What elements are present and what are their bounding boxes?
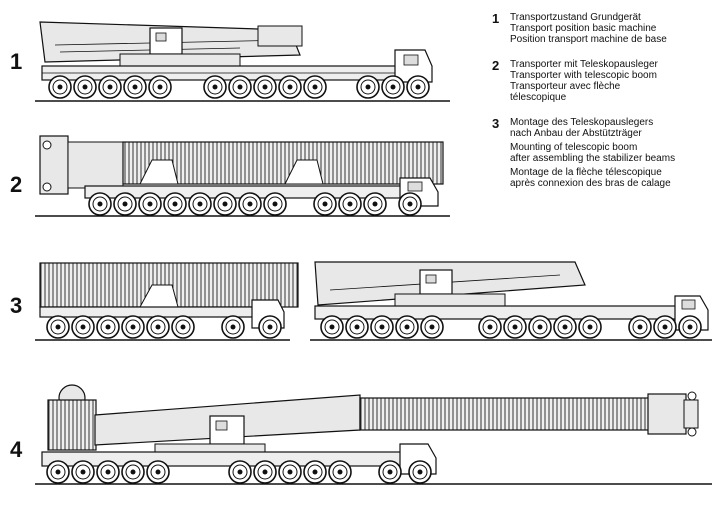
legend-text-fr: Position transport machine de base: [510, 34, 667, 45]
legend-number: 3: [492, 116, 500, 131]
legend-text-de-cont: nach Anbau der Abstützträger: [510, 128, 642, 139]
legend: 1 Transportzustand Grundgerät Transport …: [492, 11, 714, 198]
row3-mounting: [35, 261, 712, 341]
legend-item-2: 2 Transporter mit Teleskopausleger Trans…: [492, 58, 714, 103]
legend-item-1: 1 Transportzustand Grundgerät Transport …: [492, 11, 714, 45]
row4-assembled-crane: [35, 384, 712, 485]
legend-text-fr: Montage de la flèche télescopique: [510, 167, 662, 178]
row2-boom-transporter: [35, 135, 450, 217]
legend-text-fr-cont: télescopique: [510, 92, 567, 103]
step-number-2: 2: [10, 172, 23, 197]
step-number-3: 3: [10, 293, 23, 318]
legend-text-de: Montage des Teleskopauslegers: [510, 117, 654, 128]
legend-number: 1: [492, 11, 500, 26]
step-number-1: 1: [10, 49, 23, 74]
legend-text-en: Transport position basic machine: [510, 23, 657, 34]
legend-text-en: Transporter with telescopic boom: [510, 70, 657, 81]
legend-text-de: Transportzustand Grundgerät: [510, 12, 641, 23]
legend-text-fr-cont: après connexion des bras de calage: [510, 178, 671, 189]
step-number-4: 4: [10, 437, 23, 462]
row1-crane-transport: [35, 21, 450, 102]
legend-text-fr: Transporteur avec flèche: [510, 81, 621, 92]
legend-text-de: Transporter mit Teleskopausleger: [510, 59, 658, 70]
legend-number: 2: [492, 58, 500, 73]
legend-item-3: 3 Montage des Teleskopauslegers nach Anb…: [492, 116, 714, 189]
legend-text-en-cont: after assembling the stabilizer beams: [510, 153, 676, 164]
legend-text-en: Mounting of telescopic boom: [510, 142, 638, 153]
